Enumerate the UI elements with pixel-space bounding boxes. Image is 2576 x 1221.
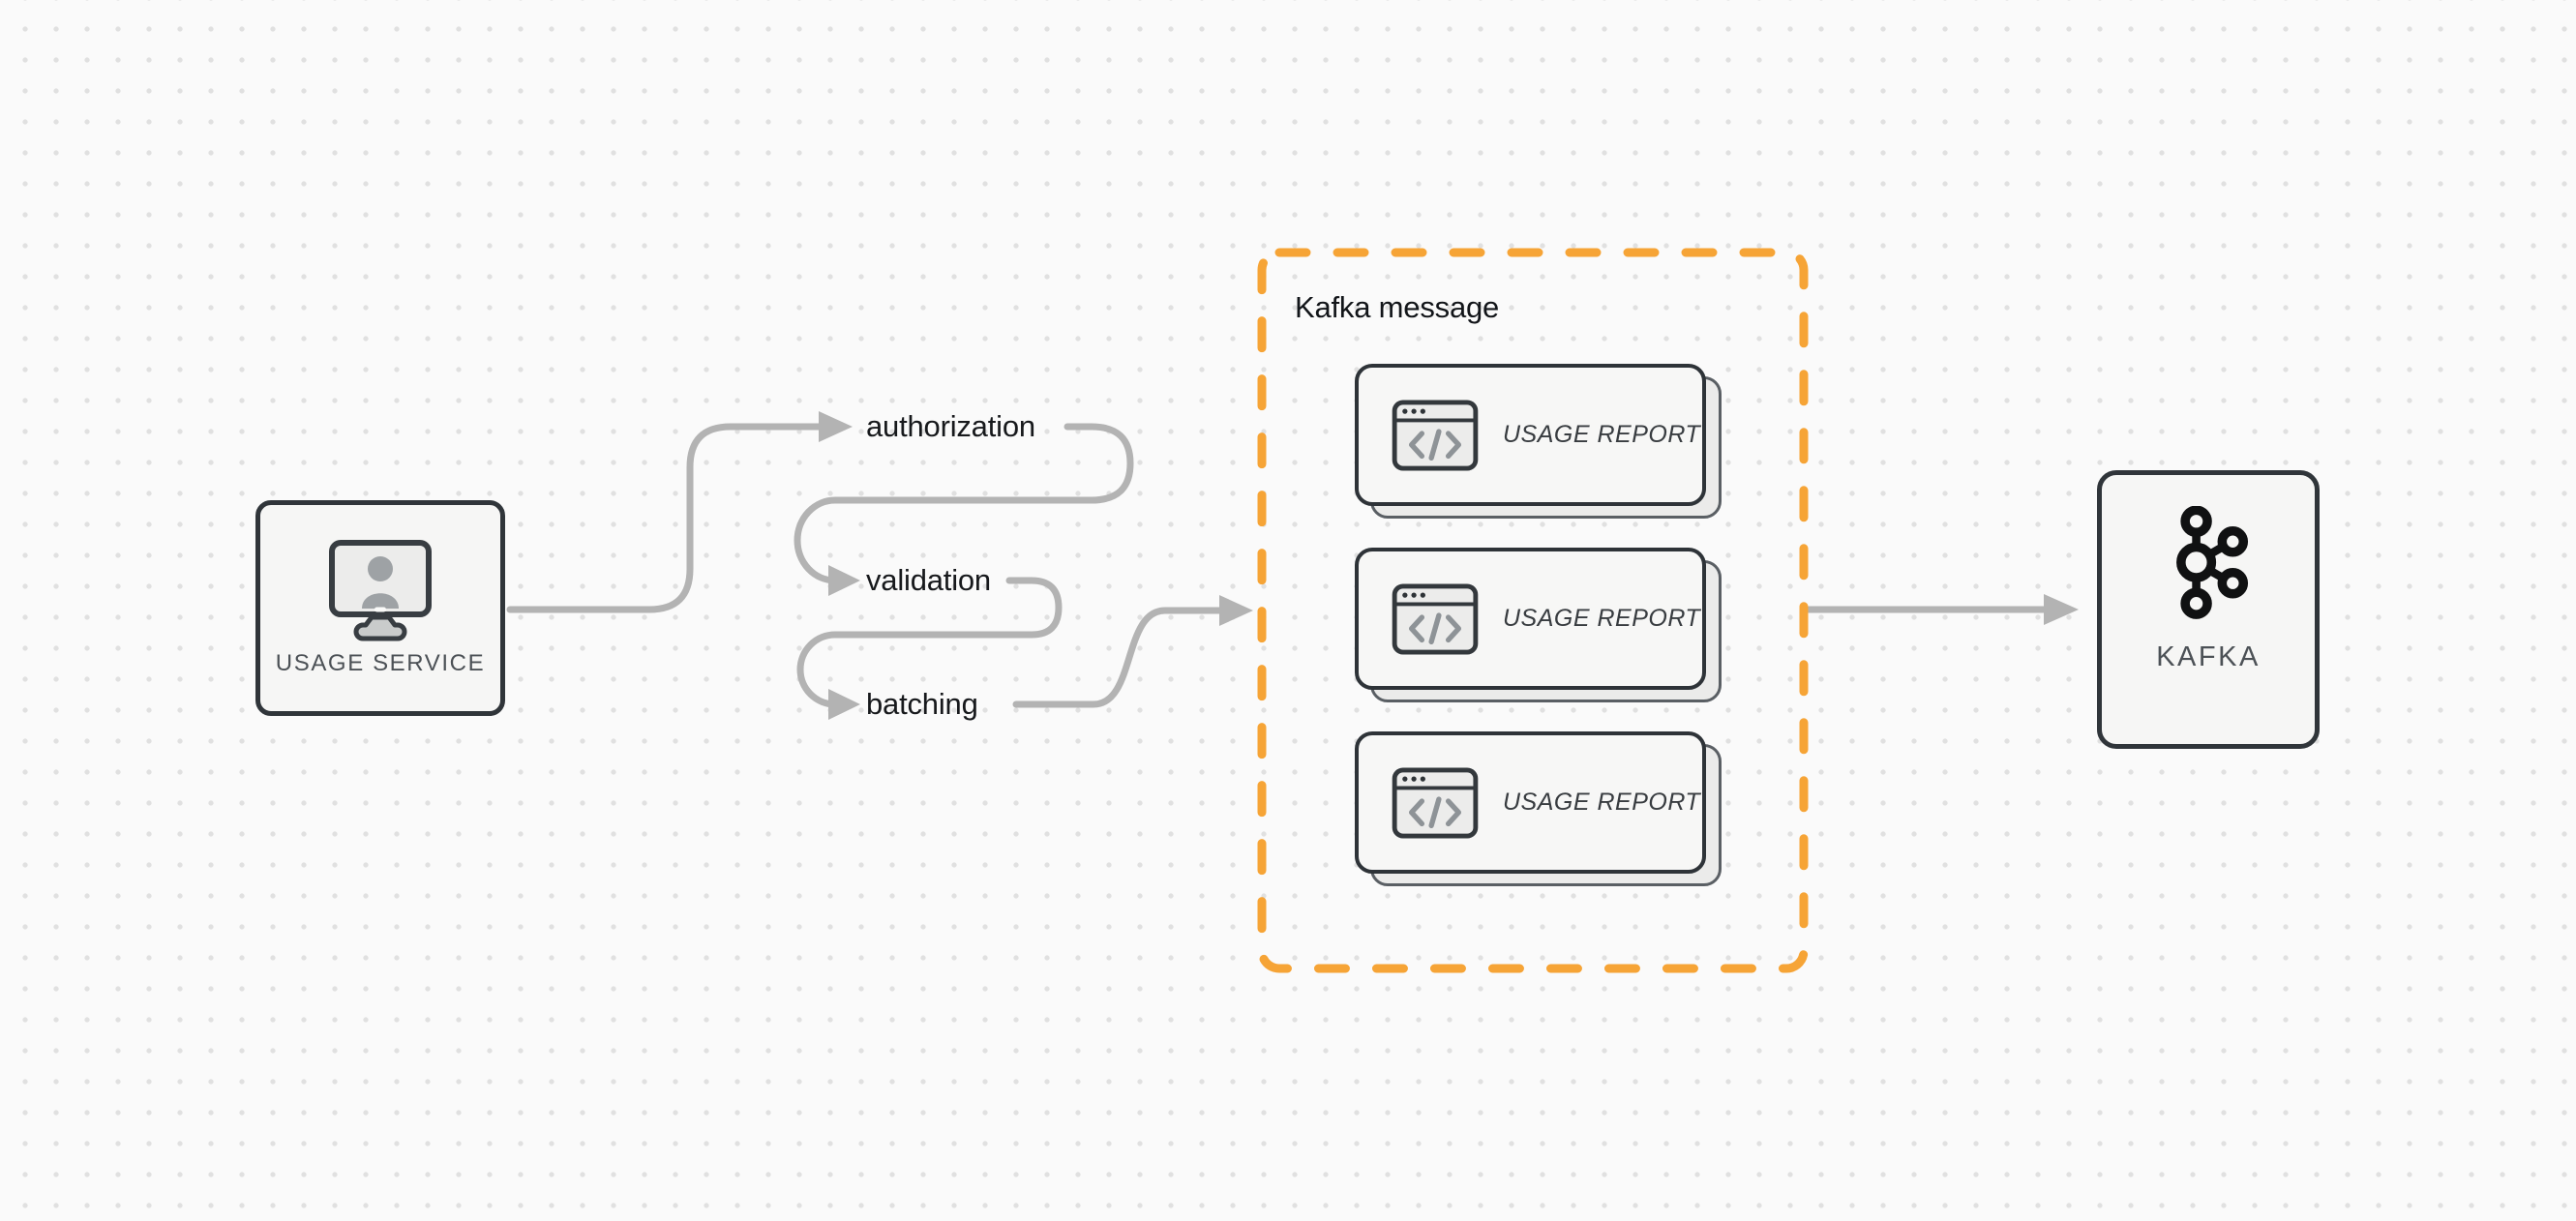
code-window-icon — [1392, 399, 1479, 471]
usage-report-label: USAGE REPORT — [1503, 605, 1701, 632]
kafka-label: KAFKA — [2156, 641, 2261, 672]
kafka-logo-icon — [2176, 506, 2249, 619]
usage-report-card[interactable]: USAGE REPORT — [1355, 731, 1722, 886]
kafka-message-group[interactable]: Kafka message USAGE REPORT — [1257, 248, 1809, 973]
kafka-message-group-title: Kafka message — [1295, 290, 1500, 324]
kafka-node[interactable]: KAFKA — [2097, 470, 2320, 749]
connector-validation-to-batching — [796, 577, 1063, 708]
connector-batching-to-group — [1012, 607, 1223, 708]
arrowhead-batching — [828, 689, 860, 720]
usage-report-label: USAGE REPORT — [1503, 421, 1701, 448]
usage-report-card[interactable]: USAGE REPORT — [1355, 364, 1722, 519]
user-monitor-icon — [329, 540, 432, 641]
usage-report-label: USAGE REPORT — [1503, 789, 1701, 816]
code-window-icon — [1392, 766, 1479, 839]
usage-report-card[interactable]: USAGE REPORT — [1355, 548, 1722, 702]
step-label-batching[interactable]: batching — [866, 687, 978, 721]
arrowhead-authorization — [819, 411, 853, 442]
step-label-authorization[interactable]: authorization — [866, 409, 1035, 443]
connector-usage-to-authorization — [506, 423, 823, 613]
usage-service-label: USAGE SERVICE — [275, 650, 486, 676]
arrowhead-kafka — [2044, 594, 2079, 625]
code-window-icon — [1392, 582, 1479, 655]
kafka-message-group-border — [1257, 248, 1809, 973]
arrowhead-group-entry — [1219, 595, 1253, 626]
step-label-validation[interactable]: validation — [866, 563, 991, 597]
arrowhead-validation — [828, 565, 860, 596]
connector-authorization-to-validation — [794, 423, 1134, 584]
usage-service-node[interactable]: USAGE SERVICE — [255, 500, 505, 716]
